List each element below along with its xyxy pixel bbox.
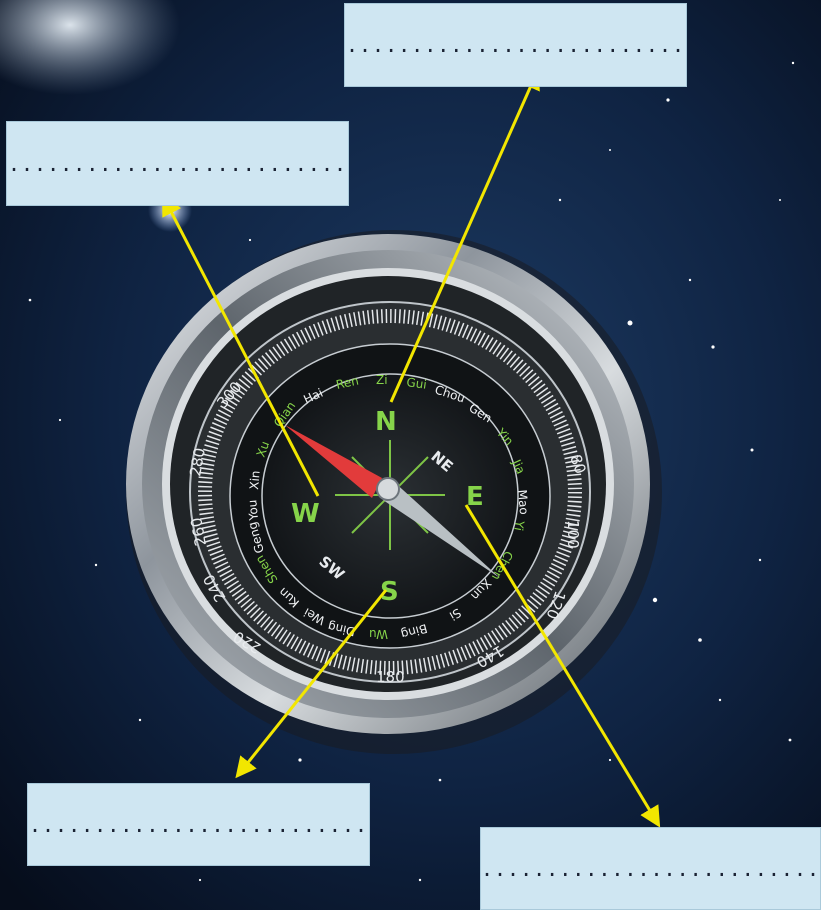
- ring-label: Zi: [376, 373, 388, 387]
- degree-label: 100: [564, 520, 582, 549]
- ring-label: Mao: [515, 489, 531, 515]
- ring-label: Xin: [247, 470, 263, 490]
- answer-box-placeholder: ..........................: [346, 33, 685, 57]
- needle-pivot: [377, 478, 399, 500]
- ring-label: Wu: [369, 627, 388, 641]
- degree-label: 180: [376, 668, 405, 686]
- answer-box-bottom-right[interactable]: ..........................: [480, 827, 821, 910]
- answer-box-top-left[interactable]: ..........................: [6, 121, 349, 206]
- answer-box-placeholder: ..........................: [481, 857, 820, 881]
- ring-label: Gui: [406, 375, 428, 392]
- north-letter: N: [375, 407, 397, 437]
- answer-box-bottom-left[interactable]: ..........................: [27, 783, 370, 866]
- ring-label: You: [245, 499, 261, 522]
- answer-box-top-right[interactable]: ..........................: [344, 3, 687, 87]
- answer-box-placeholder: ..........................: [29, 813, 368, 837]
- west-letter: W: [291, 499, 320, 529]
- answer-box-placeholder: ..........................: [8, 152, 347, 176]
